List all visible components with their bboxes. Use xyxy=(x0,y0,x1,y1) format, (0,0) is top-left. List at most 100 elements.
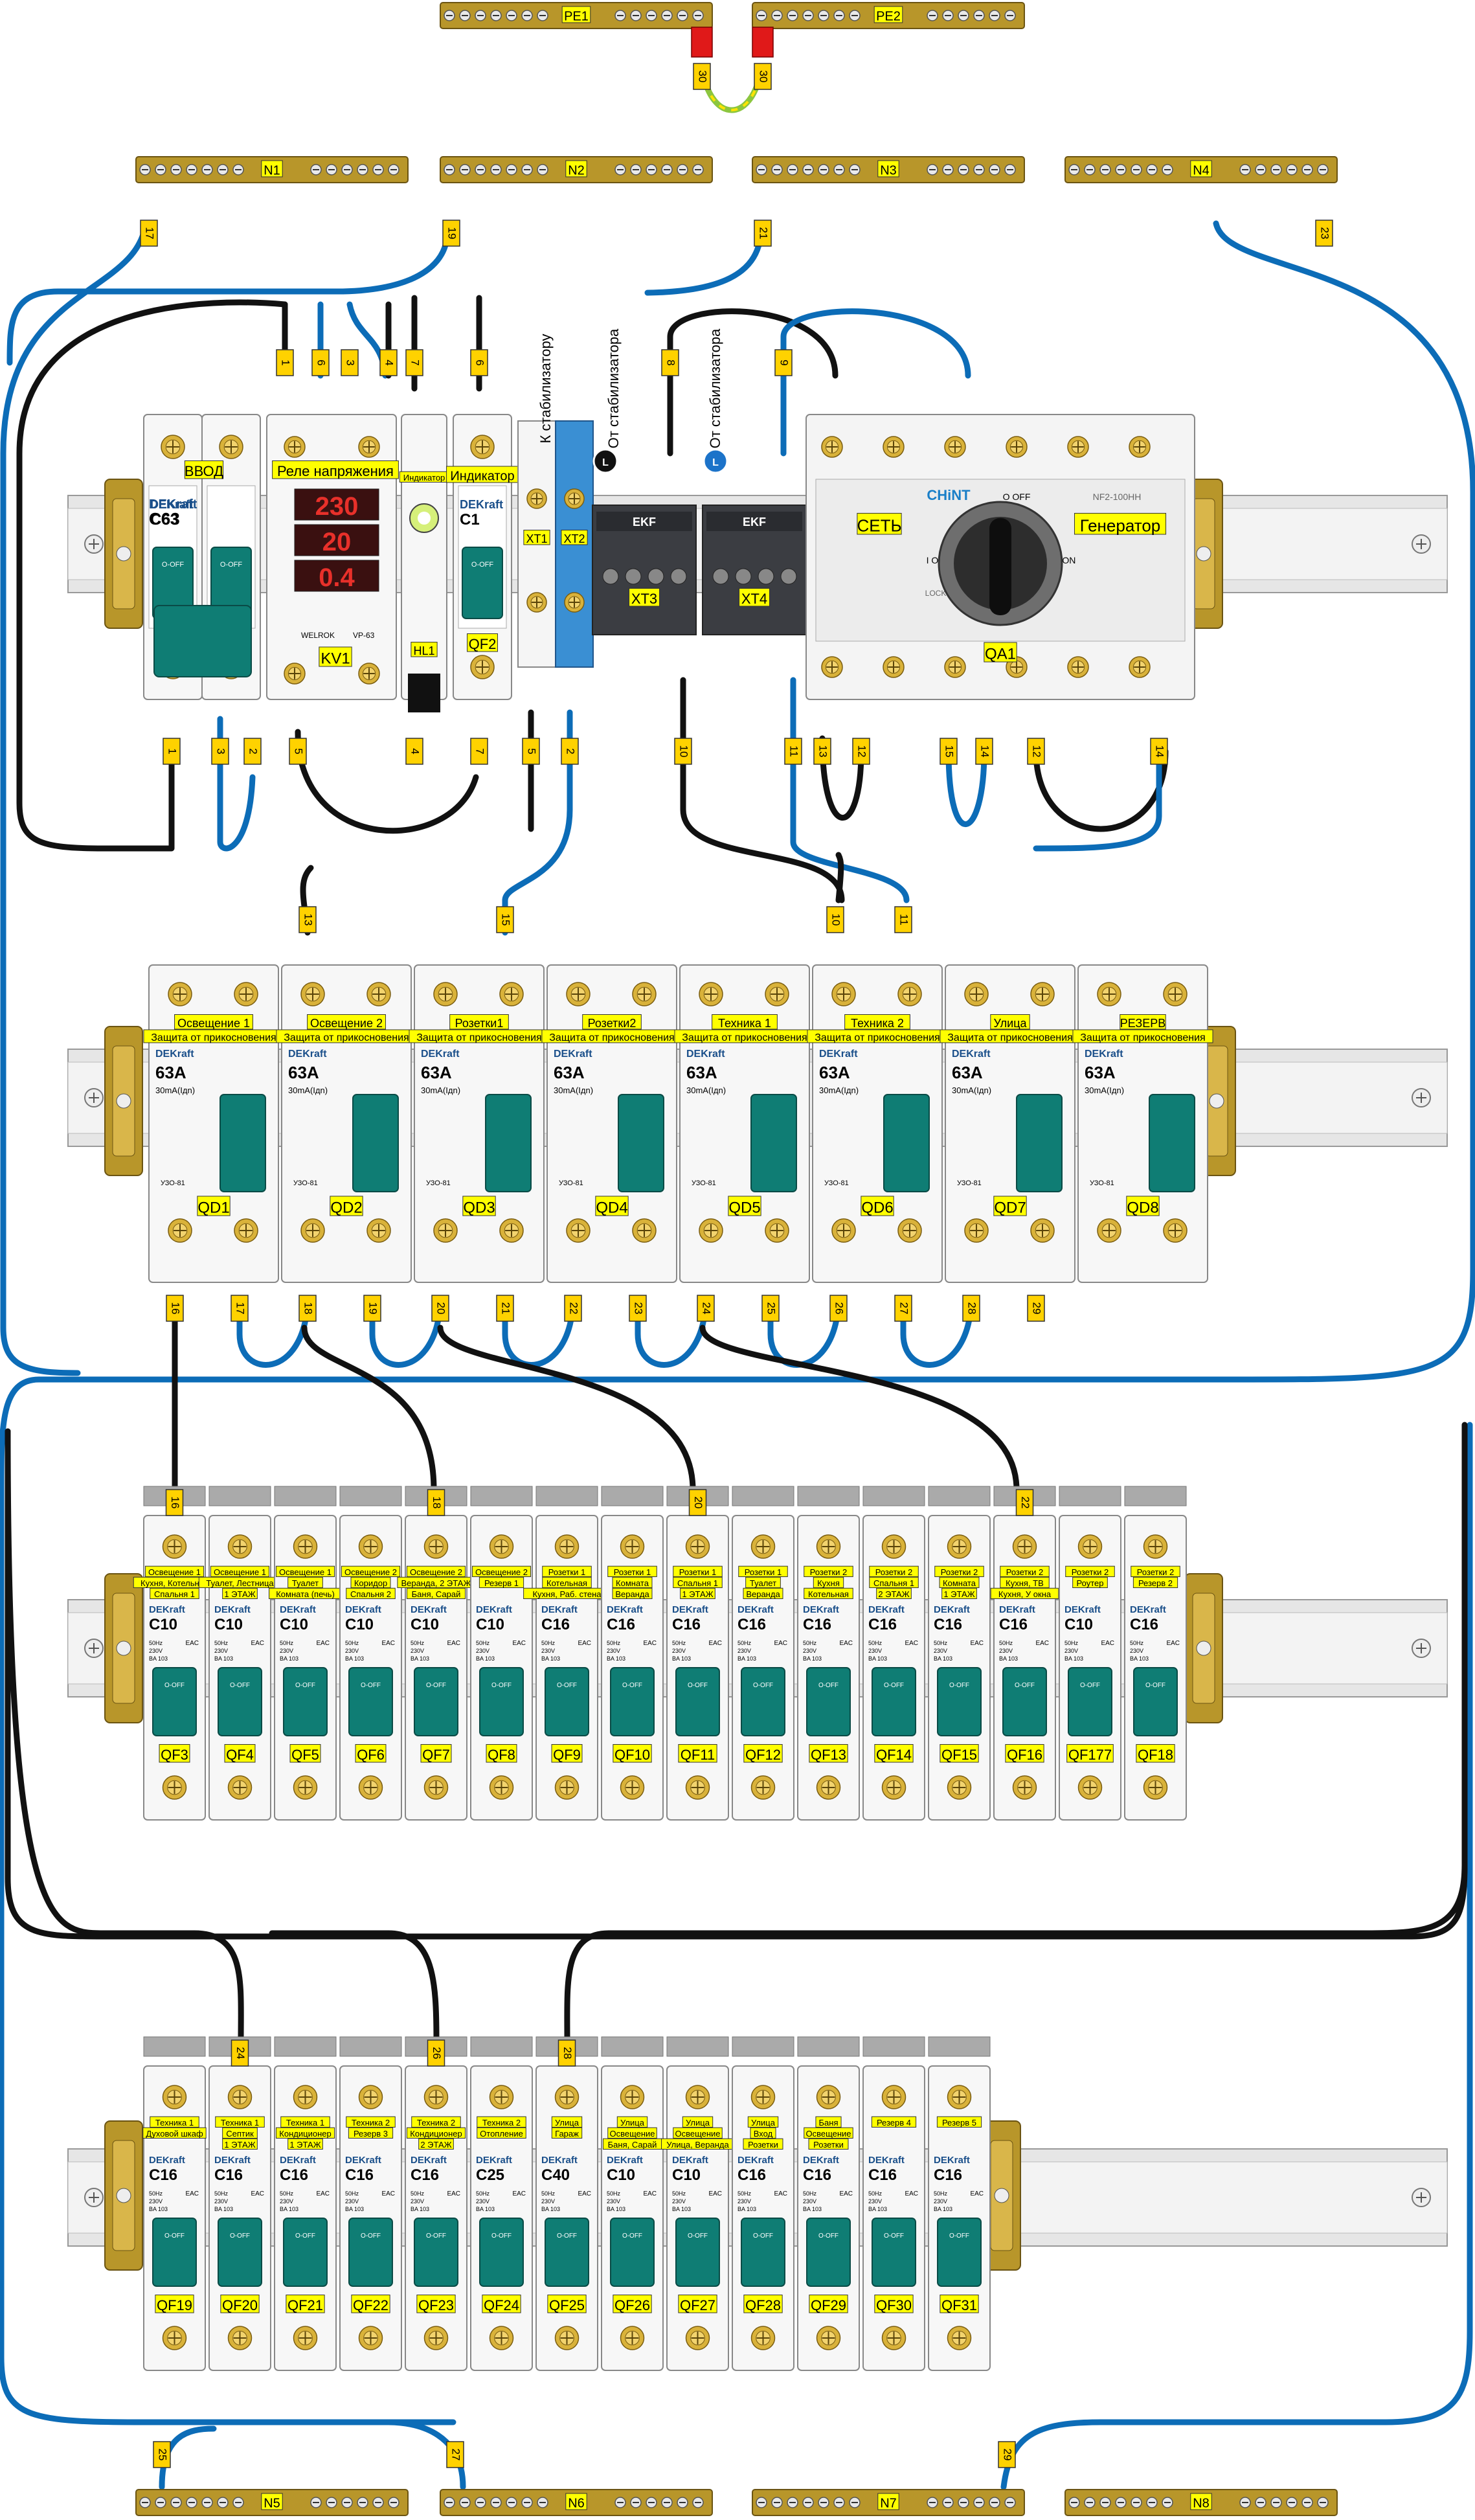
row4-qf26-handle xyxy=(610,2218,655,2287)
row3-qf5-id: QF5 xyxy=(289,1744,321,1763)
row4-qf26-switch-text: O-OFF xyxy=(622,2232,642,2240)
row3-qf12-brand: DEKraft xyxy=(738,1604,774,1615)
row3-qf6-label-2-bg xyxy=(350,1576,391,1588)
row4-qf30-handle xyxy=(872,2218,916,2287)
qa1-left-label: СЕТЬ xyxy=(857,513,902,535)
row4-qf30-switch-text: O-OFF xyxy=(884,2232,904,2240)
row3-qf13-brand: DEKraft xyxy=(803,1604,839,1615)
qf2-breaker-rating: C1 xyxy=(460,511,480,528)
rcd-feed-tag-3: 11 xyxy=(894,906,912,933)
row4-qf30-spec1: 50Hz xyxy=(868,2190,883,2197)
row4-qf19-spec2: 230V xyxy=(149,2198,163,2205)
row3-qf15-rating: C16 xyxy=(934,1616,962,1633)
row4-qf19-label-1-text: Техника 1 xyxy=(155,2118,194,2128)
rcd-out-tag-9: 25 xyxy=(761,1295,780,1322)
black-return-loop xyxy=(5,1422,1468,1940)
row3-qf16-feed-tag-box xyxy=(1015,1489,1034,1516)
row4-qf23-spec3: BA 103 xyxy=(411,2206,429,2212)
row3-qf6-label-2-text: Коридор xyxy=(354,1578,387,1588)
stopper-3-left xyxy=(104,1573,143,1723)
row4-qf29-label-2-text: Освещение xyxy=(805,2129,851,2139)
rcd-feed-tag-0: 13 xyxy=(298,906,317,933)
row3-qf7-label-1: Освещение 2 xyxy=(406,1565,466,1577)
qa1-left-label-text: СЕТЬ xyxy=(857,516,901,535)
rcd-model-7: УЗО-81 xyxy=(1090,1179,1114,1187)
row4-qf24-spec2: 230V xyxy=(476,2198,490,2205)
row3-qf7-handle xyxy=(414,1667,458,1736)
row4-qf19-id: QF19 xyxy=(155,2295,194,2313)
rcd-model-0: УЗО-81 xyxy=(161,1179,185,1187)
rcd-out-tag-7-box xyxy=(629,1295,647,1322)
stopper-4-right-screw xyxy=(994,2188,1009,2203)
pe2-bar-label-bg xyxy=(873,6,903,23)
r1-bottom-tag-14-text: 12 xyxy=(1031,745,1043,758)
row3-qf11-switch-text: O-OFF xyxy=(688,1682,708,1689)
rcd-feed-tag-0-text: 13 xyxy=(302,914,315,926)
row4-qf28-brand: DEKraft xyxy=(738,2155,774,2166)
r1-top-tag-7-text: 9 xyxy=(778,359,791,365)
row4-qf23-label-2-text: Кондиционер xyxy=(410,2129,462,2139)
row4-qf30-screw-top xyxy=(881,2085,906,2109)
row3-qf3-spec1: 50Hz xyxy=(149,1640,163,1646)
xt4-block-label-text: XT4 xyxy=(741,591,767,607)
n3-wire-tag-box xyxy=(754,220,772,247)
row3-qf4-label-3: 1 ЭТАЖ xyxy=(222,1587,258,1599)
row3-qf4-label-1-text: Освещение 1 xyxy=(214,1567,266,1577)
row4-qf23-handle xyxy=(414,2218,458,2287)
rcd-screw-bl-1 xyxy=(300,1218,325,1243)
r1-bottom-tag-8-text: 10 xyxy=(678,745,690,758)
row3-qf3-label-3-bg xyxy=(150,1587,199,1599)
pe1-wire-tag-text: 30 xyxy=(697,71,709,83)
rcd-brand-5: DEKraft xyxy=(819,1049,858,1060)
rcd-name-7-bg xyxy=(1120,1014,1166,1030)
rcd-screw-tl-6 xyxy=(964,982,989,1006)
row4-qf27-label-2-text: Освещение xyxy=(675,2129,720,2139)
row4-qf19-label-1: Техника 1 xyxy=(150,2116,199,2128)
row4-qf21-mark: EAC xyxy=(316,2190,330,2197)
rcd-out-tag-0-text: 16 xyxy=(170,1302,182,1315)
row4-qf24-id-text: QF24 xyxy=(484,2297,519,2313)
row4-qf30-label-1-text: Резерв 4 xyxy=(877,2118,911,2128)
rcd-out-tag-12-text: 28 xyxy=(966,1302,978,1315)
rcd-rating-0: 63A xyxy=(155,1063,186,1082)
rcd-screw-tr-7 xyxy=(1163,982,1188,1006)
qf2-breaker-screw-top xyxy=(470,435,495,459)
row4-qf21-label-3-bg xyxy=(287,2138,323,2150)
r1-bottom-tag-3-box xyxy=(289,738,307,765)
rcd-out-tag-1: 17 xyxy=(231,1295,249,1322)
row4-qf23-id-bg xyxy=(416,2295,456,2313)
row4-qf29-brand: DEKraft xyxy=(803,2155,839,2166)
row3-qf9-screw-bottom xyxy=(554,1775,580,1800)
row4-qf23-label-2-bg xyxy=(406,2127,466,2139)
row3-qf12-spec1: 50Hz xyxy=(738,1640,752,1646)
row4-qf27-label-1-bg xyxy=(682,2116,714,2128)
r1-bottom-tag-0: 1 xyxy=(163,738,181,765)
row3-qf4-label-3-text: 1 ЭТАЖ xyxy=(224,1589,255,1599)
row3-qf3-handle xyxy=(152,1667,197,1736)
r1-top-tag-2: 3 xyxy=(341,349,359,376)
r1-top-tag-4-text: 7 xyxy=(409,359,422,365)
rcd-feed-tag-1-text: 15 xyxy=(500,914,512,926)
row3-qf6-id-bg xyxy=(355,1744,387,1763)
qa1-screw-top-2 xyxy=(944,436,966,458)
row3-qf16-screw-top xyxy=(1012,1534,1037,1559)
row4-qf19-screw-top xyxy=(162,2085,187,2109)
row3-qf14-top-strip xyxy=(862,1486,925,1506)
row3-qf18-label-1-text: Розетки 2 xyxy=(1137,1567,1175,1577)
row3-qf14-screw-top xyxy=(881,1534,906,1559)
row4-qf20-id-bg xyxy=(220,2295,260,2313)
rcd-out-tag-13-text: 29 xyxy=(1031,1302,1043,1315)
rcd-header-1-text: Защита от прикосновения xyxy=(284,1032,409,1043)
row4-qf21-id-bg xyxy=(286,2295,325,2313)
row3-qf4-screw-top xyxy=(227,1534,253,1559)
rcd-id-4-text: QD5 xyxy=(728,1199,760,1217)
n-bar-top-3-label-bg xyxy=(877,160,899,177)
row3-qf11-label-2-text: Спальня 1 xyxy=(677,1578,718,1588)
row3-qf4-id: QF4 xyxy=(224,1744,256,1763)
rcd-rating-2: 63A xyxy=(421,1063,452,1082)
